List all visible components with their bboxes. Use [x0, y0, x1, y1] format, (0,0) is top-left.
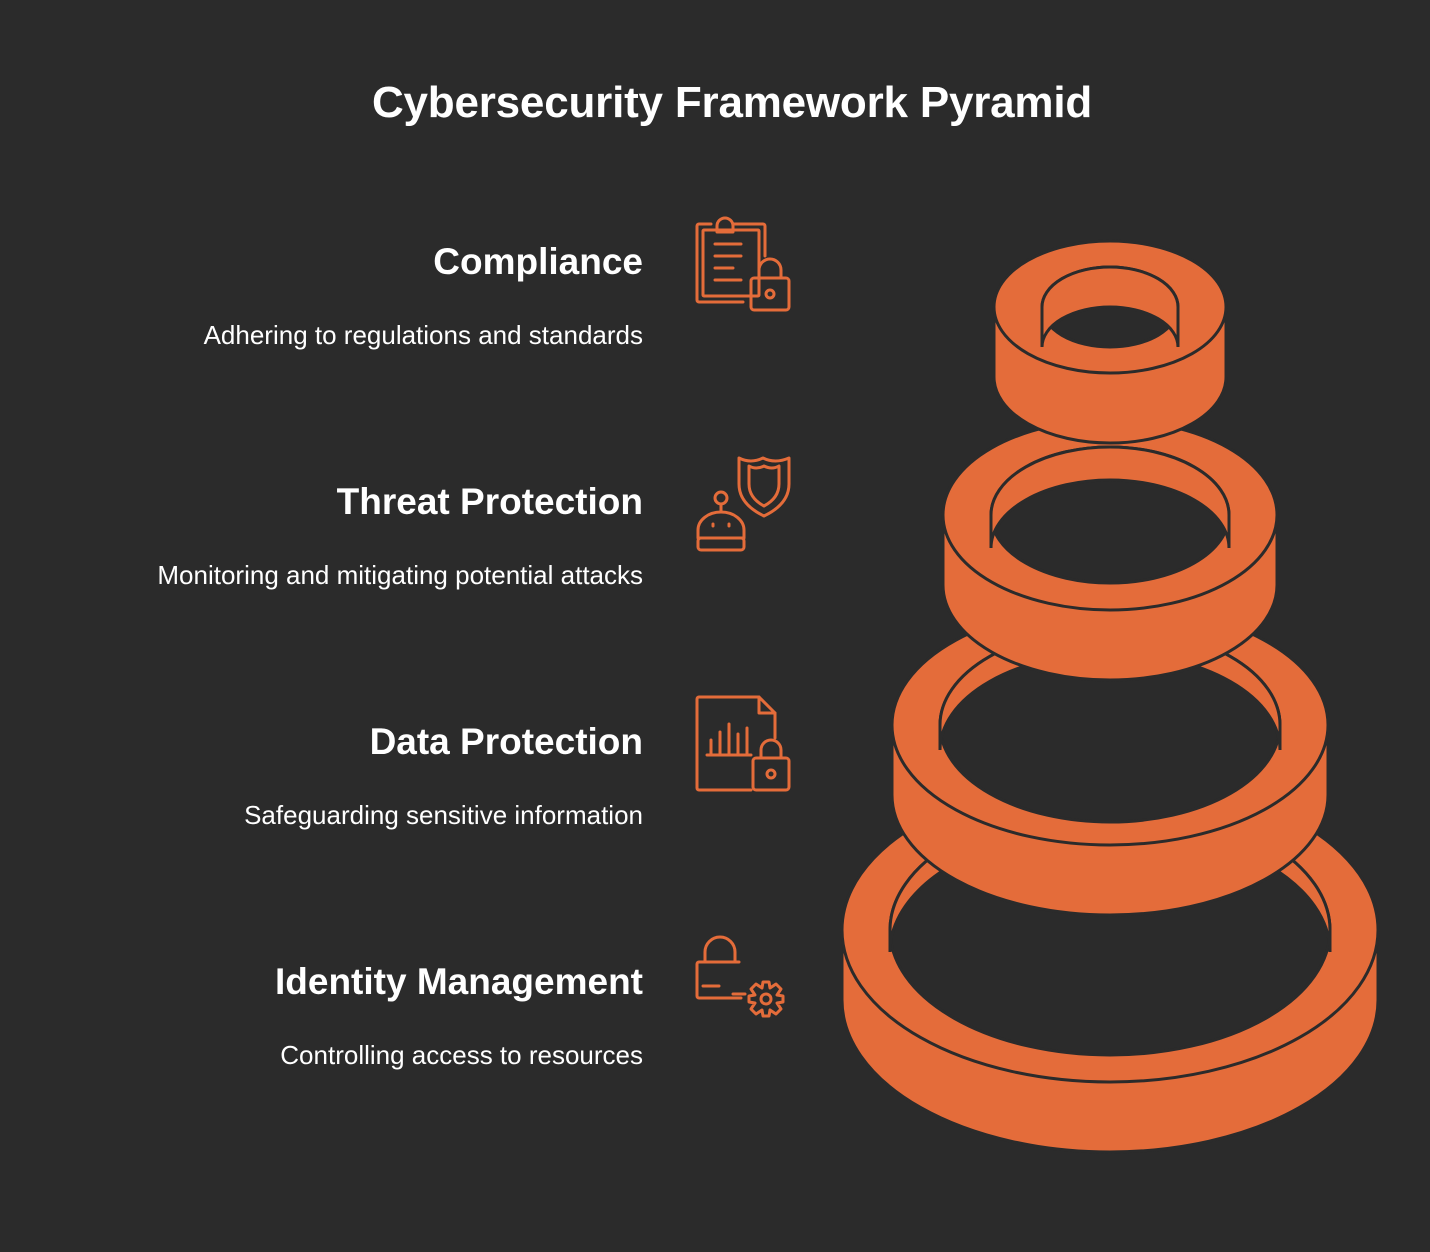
layer-desc-threat-protection: Monitoring and mitigating potential atta…: [157, 560, 643, 590]
pyramid-ring-data-protection: [890, 603, 1330, 917]
lock-gear-icon: [695, 935, 785, 1018]
clipboard-lock-icon: [695, 216, 791, 312]
robot-shield-icon: [696, 456, 791, 552]
layer-heading-threat-protection: Threat Protection: [336, 481, 643, 522]
layer-desc-identity-management: Controlling access to resources: [280, 1040, 643, 1070]
layer-desc-data-protection: Safeguarding sensitive information: [244, 800, 643, 830]
chart-document-lock-icon: [695, 695, 791, 792]
layer-desc-compliance: Adhering to regulations and standards: [203, 320, 643, 350]
layer-heading-data-protection: Data Protection: [369, 721, 643, 762]
layer-heading-identity-management: Identity Management: [275, 961, 643, 1002]
layer-heading-compliance: Compliance: [433, 241, 643, 282]
page-title: Cybersecurity Framework Pyramid: [371, 78, 1093, 127]
pyramid-ring-compliance: [992, 239, 1228, 445]
pyramid-ring-threat-protection: [941, 418, 1279, 682]
